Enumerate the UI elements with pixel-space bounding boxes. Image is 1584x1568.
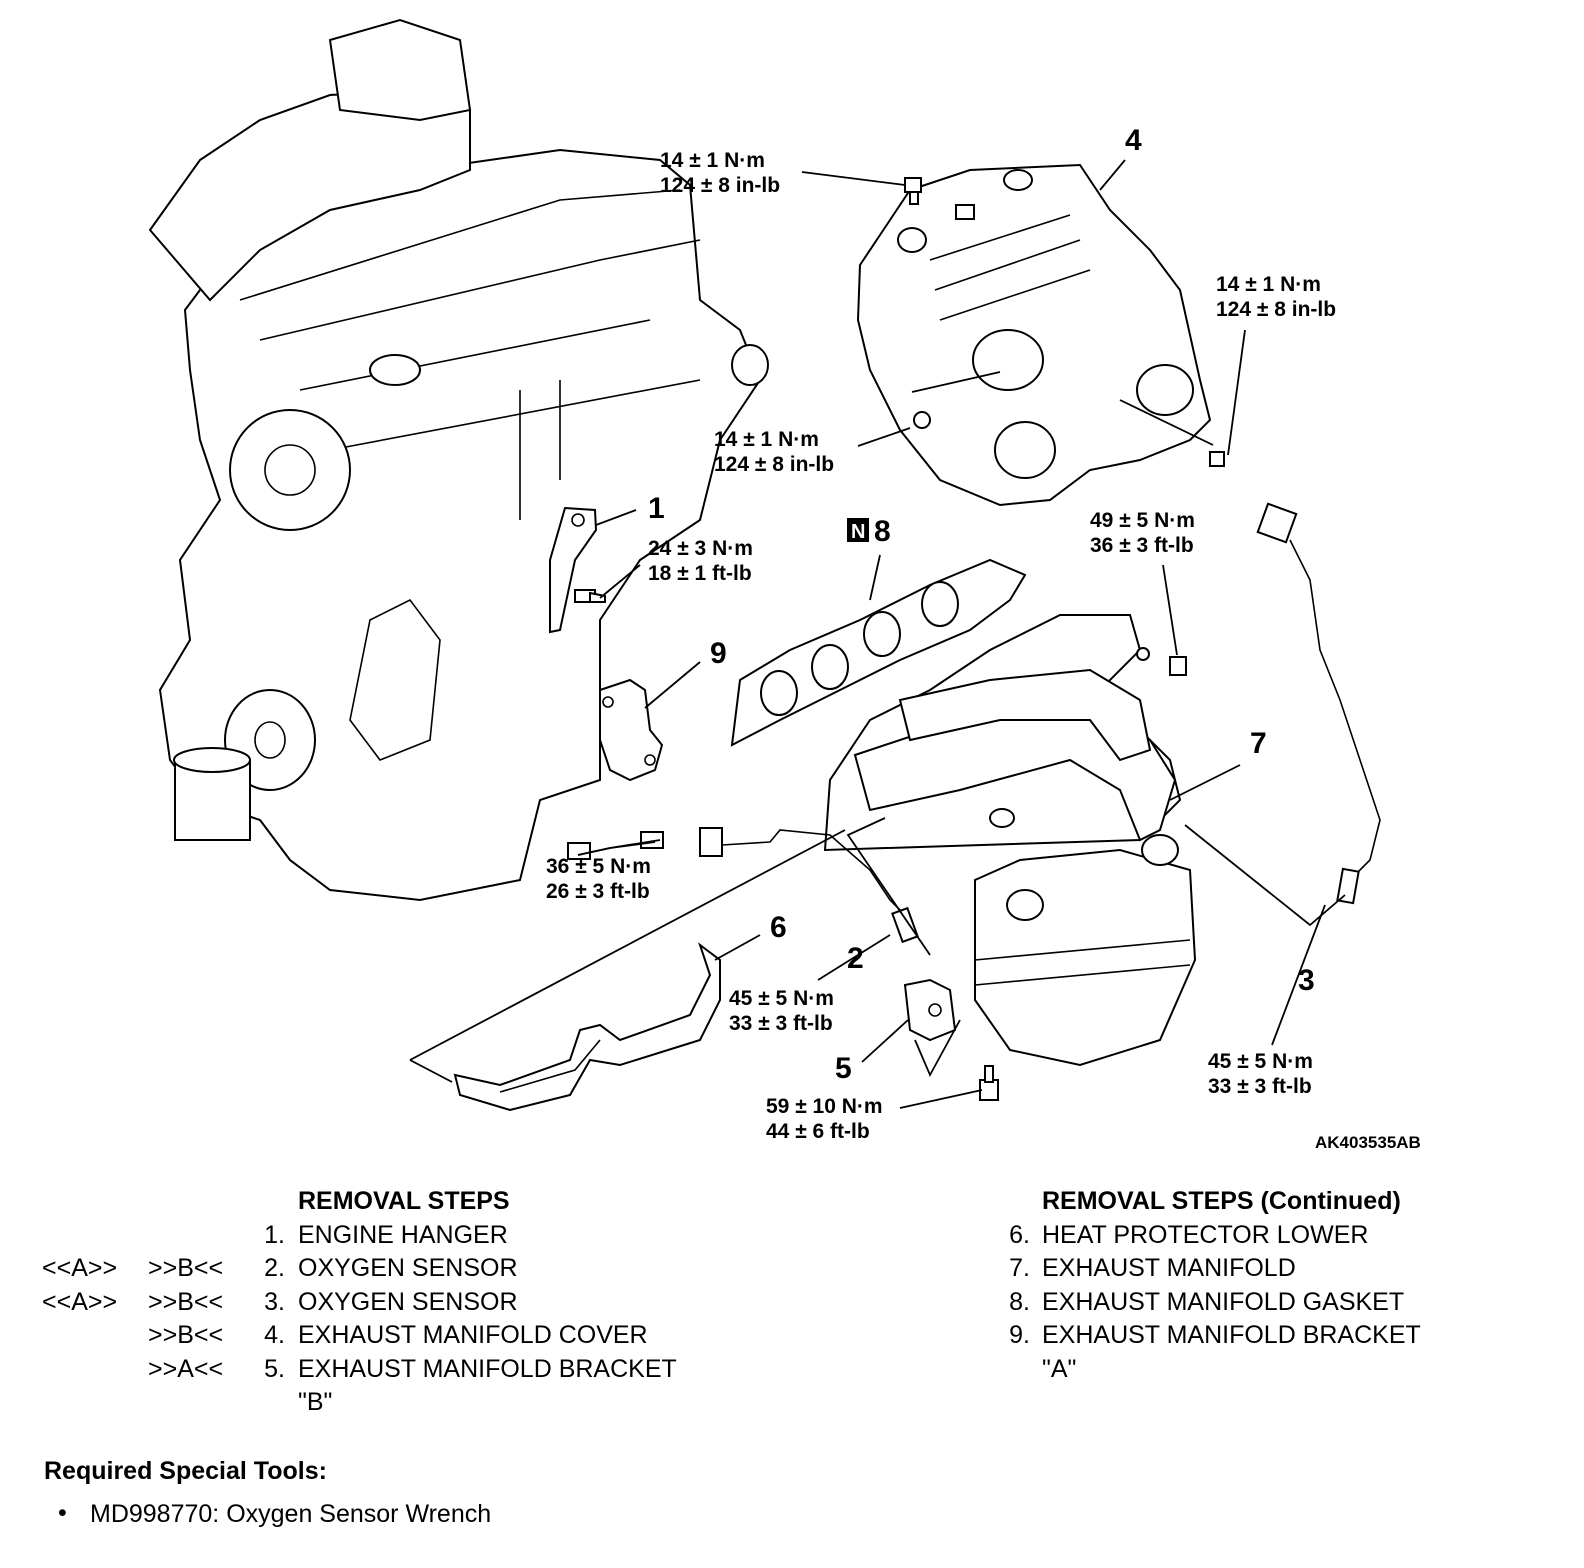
torque-hanger-ftlb: 18 ± 1 ft-lb	[648, 562, 752, 585]
callout-5: 5	[835, 1052, 852, 1085]
removal-steps-continued-list: REMOVAL STEPS (Continued) 6. HEAT PROTEC…	[1000, 1185, 1560, 1386]
torque-sensor-3-ftlb: 33 ± 3 ft-lb	[1208, 1075, 1312, 1098]
service-ref-b: >>B<<	[148, 1254, 224, 1282]
removal-step: 1. ENGINE HANGER	[42, 1219, 762, 1253]
exhaust-manifold-part	[823, 614, 1197, 1067]
removal-step-continuation: "B"	[298, 1388, 333, 1416]
torque-bracket-b-ftlb: 44 ± 6 ft-lb	[766, 1120, 870, 1143]
exhaust-manifold-bracket-a-part	[599, 678, 664, 782]
step-index: 1.	[264, 1220, 285, 1249]
engine-block-illustration	[148, 18, 769, 902]
removal-step: 8. EXHAUST MANIFOLD GASKET	[1000, 1286, 1560, 1320]
removal-step: 7. EXHAUST MANIFOLD	[1000, 1252, 1560, 1286]
oxygen-sensor-2-part	[699, 827, 919, 944]
removal-steps-list: REMOVAL STEPS 1. ENGINE HANGER <<A>> >>B…	[42, 1185, 762, 1420]
removal-step: 9. EXHAUST MANIFOLD BRACKET	[1000, 1319, 1560, 1353]
removal-steps-continued-heading: REMOVAL STEPS (Continued)	[1042, 1187, 1401, 1215]
step-name: HEAT PROTECTOR LOWER	[1042, 1220, 1369, 1249]
torque-bracket-b-nm: 59 ± 10 N·m	[766, 1095, 883, 1118]
manifold-nut	[1136, 647, 1187, 676]
non-reusable-marker: N	[851, 521, 865, 543]
callout-7: 7	[1250, 727, 1267, 760]
special-tools-title: Required Special Tools:	[44, 1457, 327, 1485]
callout-3: 3	[1298, 964, 1315, 997]
step-name: EXHAUST MANIFOLD BRACKET	[1042, 1321, 1421, 1349]
step-index: 2.	[264, 1254, 285, 1282]
torque-sensor-2-nm: 45 ± 5 N·m	[729, 987, 834, 1010]
step-name: OXYGEN SENSOR	[298, 1254, 518, 1282]
torque-sensor-3-nm: 45 ± 5 N·m	[1208, 1050, 1313, 1073]
step-name: EXHAUST MANIFOLD	[1042, 1254, 1296, 1282]
torque-cover-right-nm: 14 ± 1 N·m	[1216, 273, 1321, 296]
exhaust-manifold-cover-part	[856, 163, 1212, 507]
figure-id: AK403535AB	[1315, 1133, 1421, 1152]
removal-steps-heading: REMOVAL STEPS	[298, 1187, 510, 1215]
exhaust-manifold-bracket-b-part	[903, 978, 957, 1042]
heat-protector-lower-part	[453, 942, 721, 1112]
torque-cover-mid-nm: 14 ± 1 N·m	[714, 428, 819, 451]
torque-cover-top-inlb: 124 ± 8 in-lb	[660, 174, 780, 197]
step-name: ENGINE HANGER	[298, 1220, 508, 1249]
cover-bolts	[904, 177, 1225, 467]
step-name: OXYGEN SENSOR	[298, 1287, 518, 1316]
callout-9: 9	[710, 637, 727, 670]
removal-step: 6. HEAT PROTECTOR LOWER	[1000, 1219, 1560, 1253]
removal-step: <<A>> >>B<< 3. OXYGEN SENSOR	[42, 1286, 762, 1320]
torque-cover-top-nm: 14 ± 1 N·m	[660, 149, 765, 172]
callout-4: 4	[1125, 124, 1142, 157]
removal-step-continuation: "A"	[1042, 1354, 1077, 1383]
service-ref-a: <<A>>	[42, 1287, 118, 1316]
step-index: 8.	[1009, 1287, 1030, 1316]
callout-8-group: N 8	[847, 515, 891, 548]
callout-2: 2	[847, 942, 864, 975]
special-tool-item: • MD998770: Oxygen Sensor Wrench	[58, 1499, 492, 1529]
torque-hanger-nm: 24 ± 3 N·m	[648, 537, 753, 560]
step-index: 9.	[1009, 1321, 1030, 1349]
step-name: EXHAUST MANIFOLD BRACKET	[298, 1354, 677, 1383]
oxygen-sensor-3-part	[1256, 502, 1381, 905]
service-ref-b: >>B<<	[148, 1287, 224, 1316]
special-tools-list: • MD998770: Oxygen Sensor Wrench	[58, 1499, 492, 1529]
service-ref-b: >>A<<	[148, 1354, 224, 1383]
leader-lines	[409, 159, 1346, 1109]
bracket-b-bolt	[979, 1065, 999, 1101]
step-index: 6.	[1009, 1220, 1030, 1249]
special-tool-label: MD998770: Oxygen Sensor Wrench	[90, 1500, 492, 1528]
torque-cover-right-inlb: 124 ± 8 in-lb	[1216, 298, 1336, 321]
step-name: EXHAUST MANIFOLD COVER	[298, 1321, 648, 1349]
removal-step: >>A<< 5. EXHAUST MANIFOLD BRACKET	[42, 1353, 762, 1387]
step-index: 3.	[264, 1287, 285, 1316]
callout-6: 6	[770, 911, 787, 944]
bullet-icon: •	[58, 1499, 67, 1527]
callout-8: 8	[874, 515, 891, 548]
exploded-view-diagram: 1 2 3 4 5 6 7 N 8 9 14 ± 1 N·m 124 ± 8 i…	[148, 18, 1421, 1152]
step-name: EXHAUST MANIFOLD GASKET	[1042, 1287, 1405, 1316]
removal-step: <<A>> >>B<< 2. OXYGEN SENSOR	[42, 1252, 762, 1286]
exhaust-manifold-gasket-part	[730, 558, 1027, 747]
step-index: 5.	[264, 1354, 285, 1383]
callout-1: 1	[648, 492, 665, 525]
torque-nut-ftlb: 36 ± 3 ft-lb	[1090, 534, 1194, 557]
service-ref-a: <<A>>	[42, 1254, 118, 1282]
torque-nut-nm: 49 ± 5 N·m	[1090, 509, 1195, 532]
service-ref-b: >>B<<	[148, 1321, 224, 1349]
step-index: 7.	[1009, 1254, 1030, 1282]
engine-hanger-part	[549, 506, 598, 634]
torque-bracket-a-nm: 36 ± 5 N·m	[546, 855, 651, 878]
torque-bracket-a-ftlb: 26 ± 3 ft-lb	[546, 880, 650, 903]
torque-sensor-2-ftlb: 33 ± 3 ft-lb	[729, 1012, 833, 1035]
torque-cover-mid-inlb: 124 ± 8 in-lb	[714, 453, 834, 476]
hanger-bolt	[574, 589, 606, 603]
removal-step: >>B<< 4. EXHAUST MANIFOLD COVER	[42, 1319, 762, 1353]
step-index: 4.	[264, 1321, 285, 1349]
